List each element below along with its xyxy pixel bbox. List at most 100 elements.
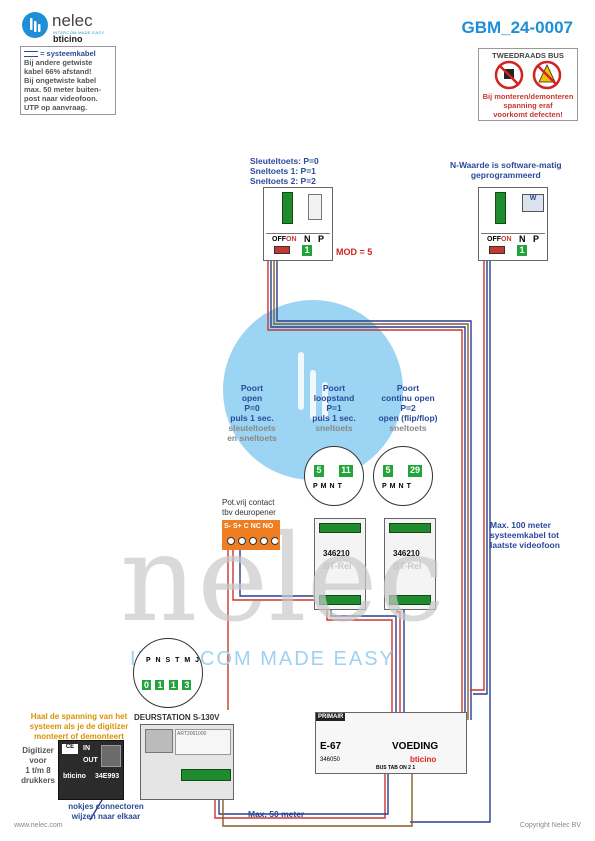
dip-panel: OFFON N P 1: [481, 233, 545, 259]
col-label: T: [337, 483, 345, 490]
cable-note-line: Bij andere getwiste: [24, 58, 93, 67]
terminal-label: S-: [224, 523, 231, 530]
terminal-strip: [319, 595, 361, 605]
mode-line: open: [241, 393, 263, 403]
relay-model: 346210: [323, 549, 350, 558]
caption-line: geprogrammeerd: [470, 170, 541, 180]
side-line: drukkers: [21, 776, 55, 785]
logo-bars-icon: [30, 18, 41, 32]
col-label: P: [313, 483, 321, 490]
brand-logo-icon: [22, 12, 48, 38]
door-station-zoom: P N S T M J1 J2 0 1 1 3: [133, 638, 203, 708]
phone-left-caption: Sleuteltoets: P=0 Sneltoets 1: P=1 Snelt…: [250, 156, 319, 186]
digitizer-warning: Haal de spanning van het systeem als je …: [20, 712, 138, 742]
relay-zoom-2: 5 29 PMNT: [373, 446, 433, 506]
camera-module: [145, 729, 173, 753]
caption-line: Sneltoets 2: P=2: [250, 176, 316, 186]
warning-line: systeem als je de digitizer: [29, 722, 129, 731]
mode-line: puls 1 sec.: [312, 413, 356, 423]
col-label: M: [320, 483, 330, 490]
terminal-block: [495, 192, 506, 224]
n-label: N: [304, 234, 311, 244]
cable-note-line: kabel 66% afstand!: [24, 67, 92, 76]
brand-name: nelec: [52, 11, 93, 30]
cable-note-line: post naar videofoon.: [24, 94, 98, 103]
mode-line: open (flip/flop): [378, 413, 438, 423]
note-line: wijzen naar elkaar: [71, 812, 141, 821]
cable-note-line: UTP op aanvraag.: [24, 103, 88, 112]
phone-screen: [308, 194, 322, 220]
phone-right-caption: N-Waarde is software-matig geprogrammeer…: [450, 160, 562, 180]
zoom-value-b: 11: [339, 465, 353, 477]
switch-off-label: OFF: [487, 236, 501, 243]
door-station-model: ART3061000: [175, 729, 231, 755]
col-label: T: [175, 657, 181, 664]
bus-warning-line: Bij monteren/demonteren: [482, 92, 574, 101]
col-label: M: [389, 483, 399, 490]
dip-panel: OFFON N P 1: [266, 233, 330, 259]
note-line: Max. 100 meter: [490, 520, 551, 530]
footer-website[interactable]: www.nelec.com: [14, 822, 63, 829]
power-brand: bticino: [410, 755, 437, 764]
mode-line: puls 1 sec.: [230, 413, 274, 423]
mode-line: P=2: [400, 403, 416, 413]
mode-sub: sneltoets: [389, 423, 427, 433]
mode-line: Poort: [396, 383, 420, 393]
relay-module-1: 346210 BT-Rel: [314, 518, 366, 610]
brand-tagline: INTERCOM MADE EASY: [53, 30, 105, 35]
digitizer-side-label: Digitizer voor 1 t/m 8 drukkers: [20, 746, 56, 786]
no-voltage-icon: [532, 60, 562, 90]
max-50-note: Max. 50 meter: [248, 809, 305, 819]
max-100-note: Max. 100 meter systeemkabel tot laatste …: [490, 520, 560, 550]
side-line: voor: [29, 756, 47, 765]
col-label: P: [382, 483, 390, 490]
caption-line: N-Waarde is software-matig: [450, 160, 562, 170]
connector-note: nokjes connectoren wijzen naar elkaar: [56, 802, 156, 822]
power-model: E-67: [320, 741, 342, 752]
door-station: ART3061000: [140, 724, 234, 800]
note-line: systeemkabel tot: [490, 530, 559, 540]
mode-line: Poort: [240, 383, 264, 393]
bus-warning: TWEEDRAADS BUS Bij monteren/demonteren s…: [478, 48, 578, 121]
mode-1: Poort loopstand P=1 puls 1 sec. sneltoet…: [304, 383, 364, 433]
doc-id: GBM_24-0007: [461, 18, 573, 37]
digitizer-module: CE IN OUT bticino 34E993: [58, 740, 124, 800]
zoom-value: 3: [182, 680, 192, 690]
terminal-strip: [319, 523, 361, 533]
mode-2: Poort continu open P=2 open (flip/flop) …: [372, 383, 444, 433]
monitor-icon: W: [522, 194, 544, 212]
mode-line: Poort: [322, 383, 346, 393]
videophone-left: OFFON N P 1: [263, 187, 333, 261]
toggle-switch: [489, 246, 505, 254]
relay-module-2: 346210 BT-Rel: [384, 518, 436, 610]
mode-0: Poort open P=0 puls 1 sec. sleuteltoets …: [222, 383, 282, 443]
p-label: P: [318, 234, 325, 244]
note-line: laatste videofoon: [490, 540, 560, 550]
zoom-value: 1: [168, 680, 178, 690]
watermark-text: nelec: [120, 510, 445, 649]
digitizer-model: 34E993: [95, 773, 120, 780]
col-label: N: [329, 483, 338, 490]
col-label: S: [165, 657, 172, 664]
no-plug-icon: [494, 60, 524, 90]
terminal-label: 1: [412, 765, 416, 771]
ce-mark-icon: CE: [62, 744, 78, 754]
col-label: P: [146, 657, 153, 664]
footer-copyright: Copyright Nelec BV: [519, 822, 581, 829]
n-label: N: [519, 234, 526, 244]
caption-line: tbv deuropener: [222, 508, 276, 517]
zoom-value-a: 5: [383, 465, 393, 477]
bticino-logo: bticino: [53, 34, 83, 44]
door-contact-caption: Pot.vrij contact tbv deuropener: [222, 498, 276, 518]
terminal-label: C: [243, 523, 249, 530]
terminal-label: NC: [250, 523, 261, 530]
mode-sub: sneltoets: [315, 423, 353, 433]
zoom-value: 1: [155, 680, 165, 690]
terminal-label: TAB: [387, 765, 398, 771]
door-contact-block: S- S+ C NC NO: [222, 520, 280, 550]
bus-warning-line: spanning eraf: [503, 101, 553, 110]
primary-tag: PRIMAIR: [316, 713, 346, 721]
relay-brand: BT-Rel: [323, 561, 352, 571]
side-line: Digitizer: [22, 746, 54, 755]
mode-sub: sleuteltoets: [228, 423, 276, 433]
